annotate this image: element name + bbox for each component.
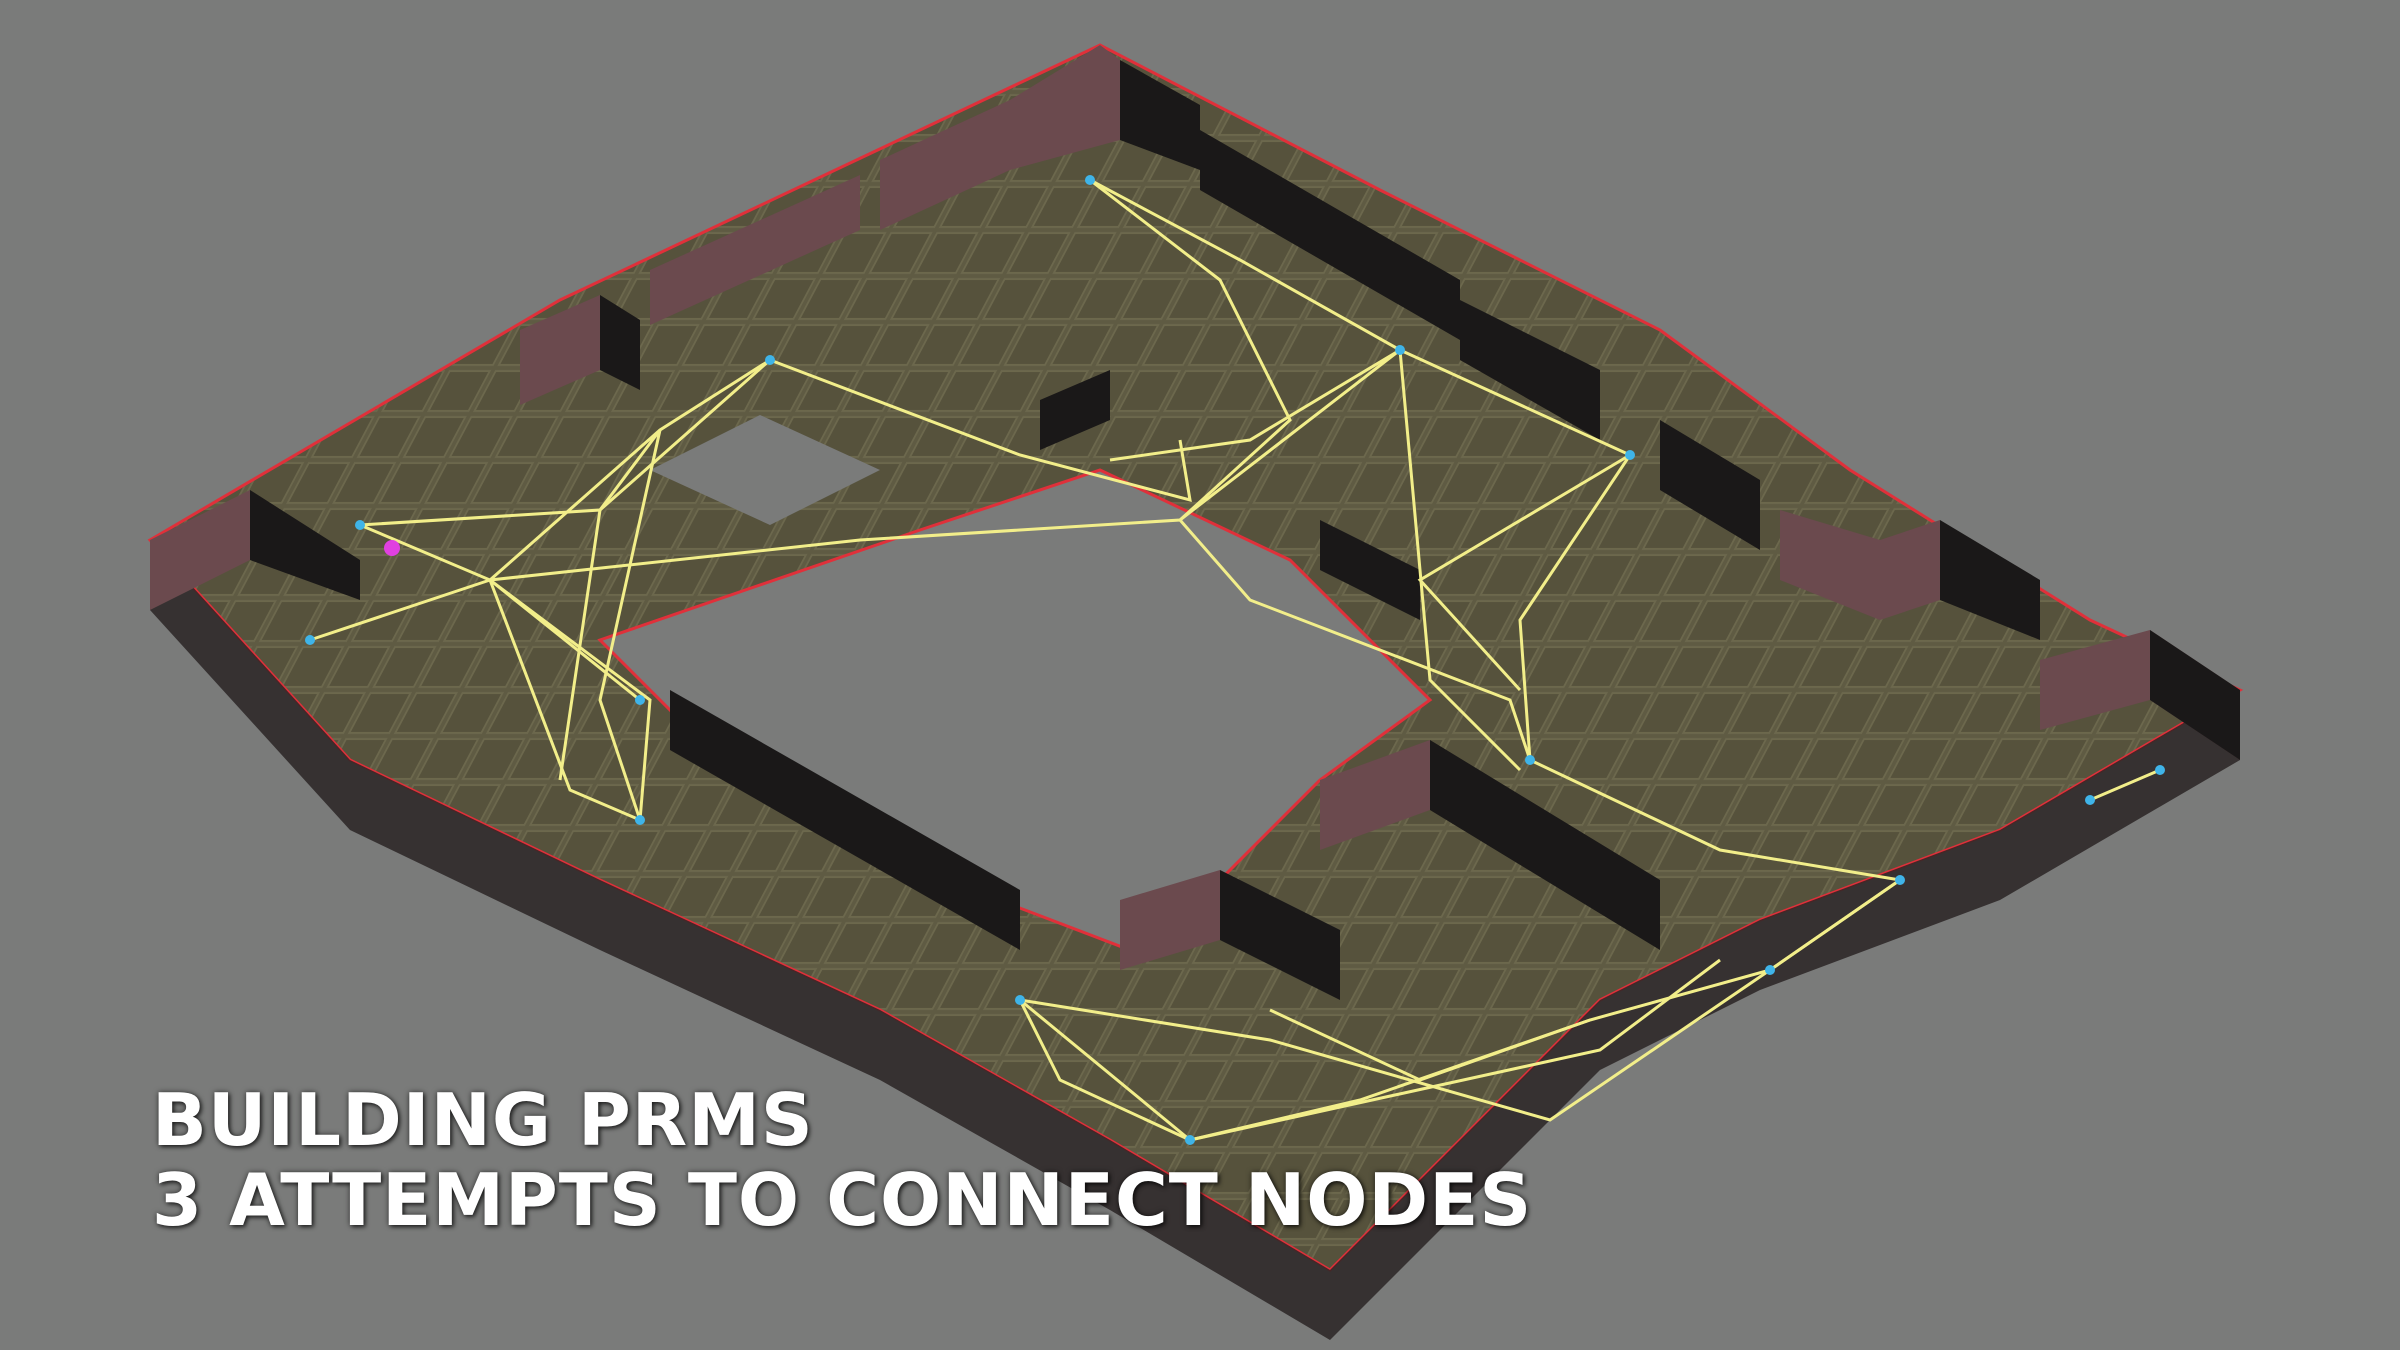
- roadmap-node: [1015, 995, 1025, 1005]
- roadmap-node: [2085, 795, 2095, 805]
- roadmap-node: [1765, 965, 1775, 975]
- roadmap-node: [635, 695, 645, 705]
- roadmap-node: [1395, 345, 1405, 355]
- roadmap-node: [1625, 450, 1635, 460]
- start-marker: [384, 540, 400, 556]
- caption: BUILDING PRMS 3 ATTEMPTS TO CONNECT NODE…: [152, 1080, 1532, 1240]
- roadmap-node: [2155, 765, 2165, 775]
- caption-subtitle: 3 ATTEMPTS TO CONNECT NODES: [152, 1160, 1532, 1240]
- roadmap-node: [1895, 875, 1905, 885]
- roadmap-node: [765, 355, 775, 365]
- roadmap-node: [305, 635, 315, 645]
- roadmap-node: [1525, 755, 1535, 765]
- caption-title: BUILDING PRMS: [152, 1080, 1532, 1160]
- roadmap-node: [355, 520, 365, 530]
- roadmap-node: [635, 815, 645, 825]
- roadmap-node: [1085, 175, 1095, 185]
